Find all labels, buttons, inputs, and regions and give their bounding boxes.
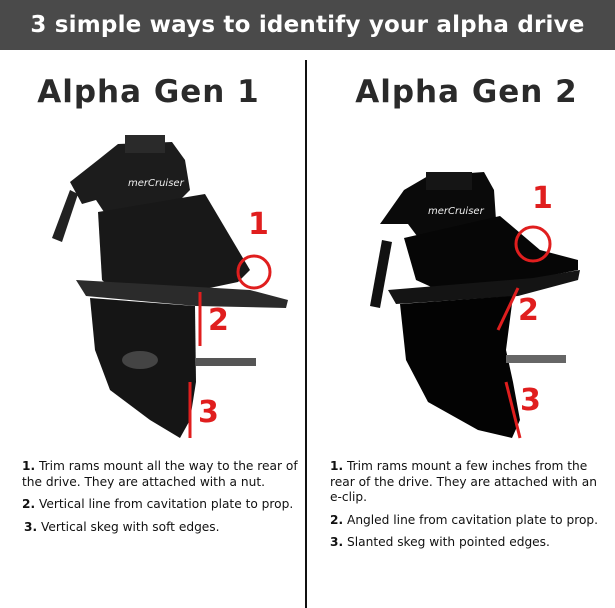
gen1-brand-label: merCruiser [128,178,185,189]
gen2-lower-unit [400,296,520,438]
gen1-marker-2: 2 [208,303,229,338]
gen2-cavitation-plate [388,270,580,304]
gen1-marker-3: 3 [198,395,219,430]
gen1-trim-arm [52,190,78,242]
gen2-prop-shaft [506,355,566,363]
gen1-notes: 1. Trim rams mount all the way to the re… [22,459,302,542]
gen2-note-3: 3. Slanted skeg with pointed edges. [330,535,550,549]
gen1-note-3: 3. Vertical skeg with soft edges. [24,519,220,534]
page-banner: 3 simple ways to identify your alpha dri… [0,0,615,50]
gen2-marker-line-3 [504,381,522,439]
gen2-marker-1: 1 [532,181,553,216]
gen1-marker-circle [236,254,272,290]
column-divider [305,60,307,608]
gen2-notes: 1. Trim rams mount a few inches from the… [330,459,610,558]
gen1-note-2: 2. Vertical line from cavitation plate t… [22,497,294,511]
gen2-marker-circle [514,225,552,263]
gen2-drive-illustration: merCruiser 1 2 3 [370,172,580,439]
gen1-title: Alpha Gen 1 [37,74,260,110]
gen1-drive-illustration: merCruiser 1 2 3 [52,135,288,438]
gen1-prop-shaft [196,358,256,366]
gen2-column: Alpha Gen 2 merCruiser 1 2 3 1. Trim ram… [308,50,613,608]
gen2-title: Alpha Gen 2 [355,74,578,110]
gen2-marker-2: 2 [518,293,539,328]
gen2-mid-housing [404,216,578,290]
gen1-cavitation-plate [76,280,288,308]
gen2-note-2: 2. Angled line from cavitation plate to … [330,512,599,527]
gen2-marker-3: 3 [520,383,541,418]
gen1-mid-housing [98,194,250,296]
gen2-trim-arm [370,240,392,308]
gen2-marker-line-2 [496,287,520,331]
gen1-marker-1: 1 [248,207,269,242]
gen1-upper-housing [70,142,190,218]
gen1-column: Alpha Gen 1 merCruiser 1 2 3 1. Trim ram… [0,50,305,608]
gen2-note-1: 1. Trim rams mount a few inches from the… [330,459,597,504]
gen2-brand-label: merCruiser [428,206,485,217]
gen1-note-1: 1. Trim rams mount all the way to the re… [22,459,298,489]
